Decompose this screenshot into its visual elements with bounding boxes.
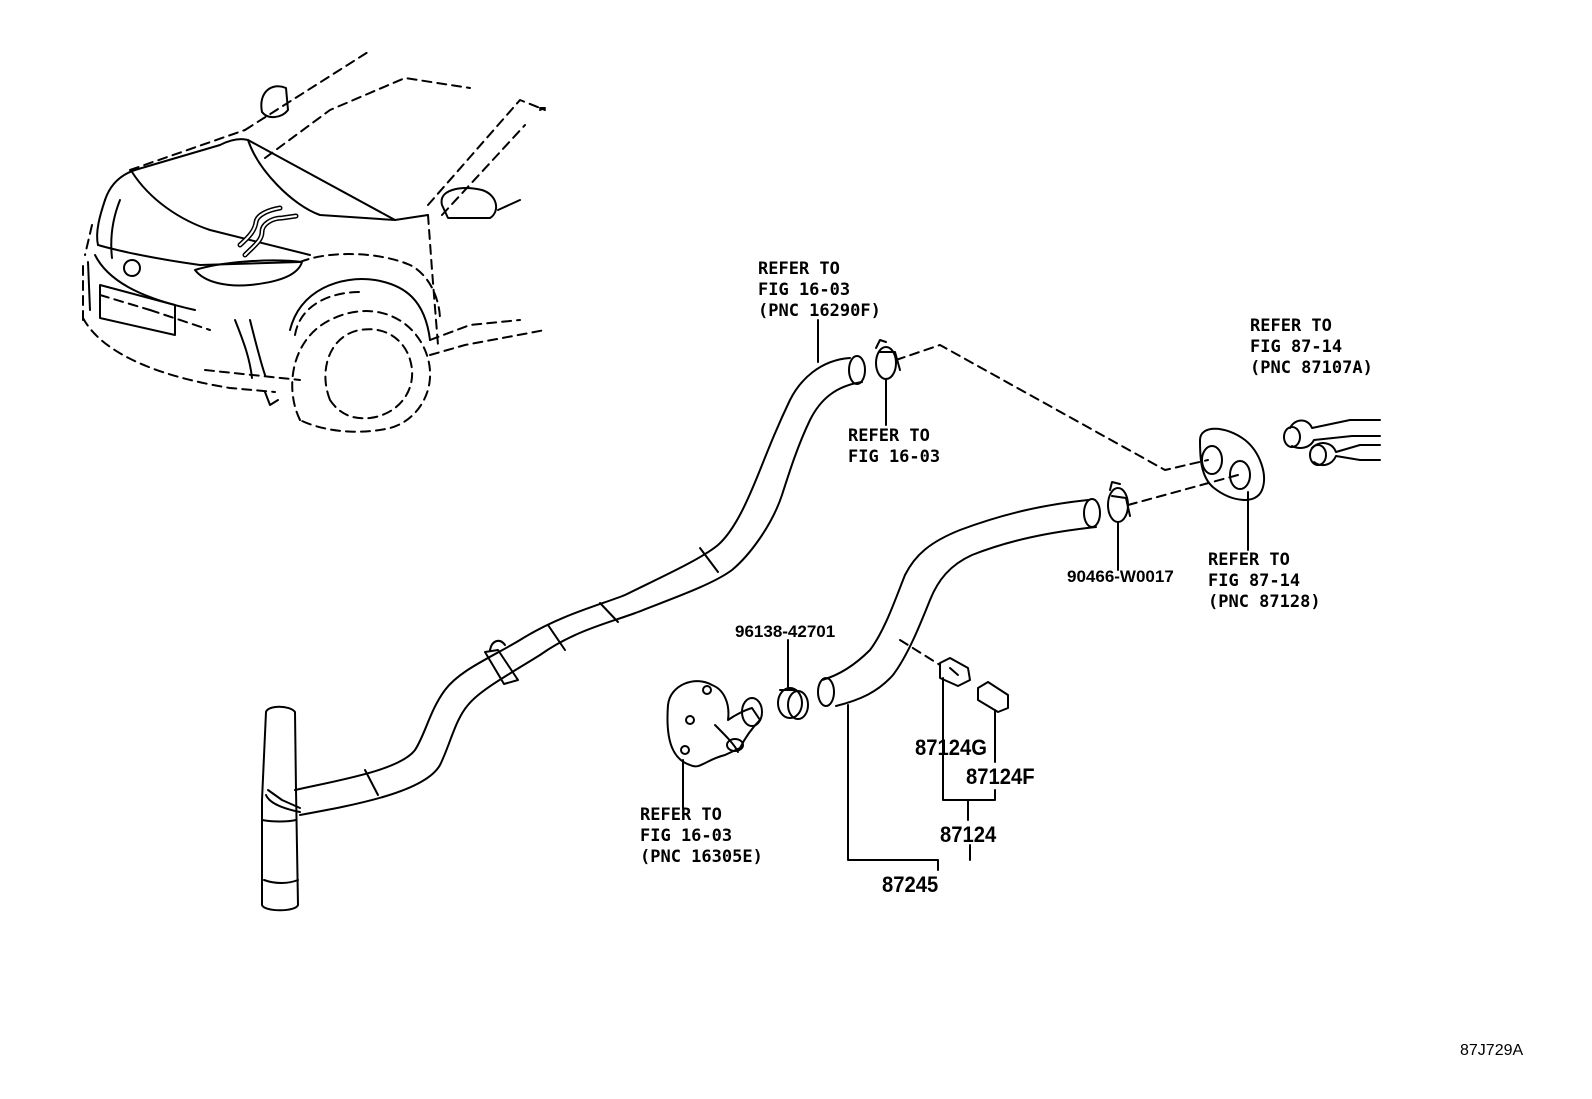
leader-lines (682, 319, 1249, 871)
heater-pipes (1283, 419, 1381, 467)
part-number-96138-42701[interactable]: 96138-42701 (735, 622, 836, 641)
part-number-87124[interactable]: 87124 (940, 822, 997, 847)
reference-label-upper-hose: REFER TO FIG 16-03 (PNC 16290F) (758, 259, 881, 321)
part-number-90466-w0017[interactable]: 90466-W0017 (1067, 567, 1174, 586)
vehicle-outline (82, 51, 546, 433)
grommet (1199, 427, 1265, 501)
upper-hose (261, 355, 866, 912)
reference-label-water-outlet: REFER TO FIG 16-03 (PNC 16305E) (640, 805, 763, 867)
clamp-87124f (977, 681, 1009, 713)
clamp-96138 (777, 687, 809, 720)
part-number-87245[interactable]: 87245 (882, 872, 939, 897)
clamp-87124g (939, 657, 971, 687)
reference-label-heater-pipe: REFER TO FIG 87-14 (PNC 87107A) (1250, 316, 1373, 378)
part-number-87124f[interactable]: 87124F (966, 764, 1035, 789)
dashed-connectors (895, 344, 1239, 666)
figure-id: 87J729A (1460, 1042, 1524, 1059)
water-outlet (666, 680, 763, 768)
part-number-87124g[interactable]: 87124G (915, 735, 988, 760)
reference-label-clamp-upper: REFER TO FIG 16-03 (848, 426, 941, 467)
clamp-90466 (1107, 481, 1131, 523)
lower-hose (817, 498, 1101, 707)
reference-label-grommet: REFER TO FIG 87-14 (PNC 87128) (1208, 550, 1321, 612)
